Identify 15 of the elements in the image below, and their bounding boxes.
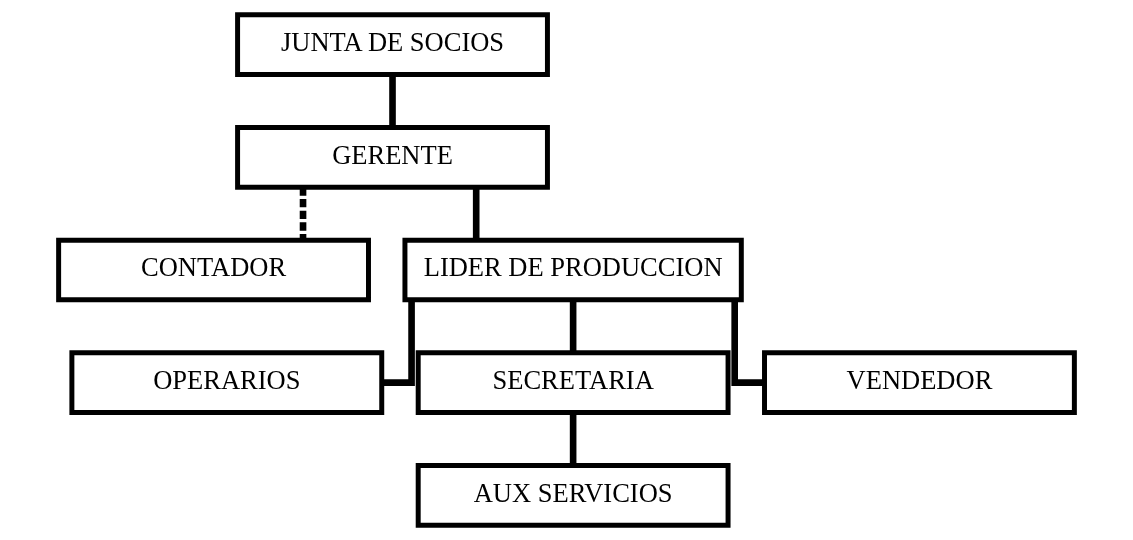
connector (569, 300, 577, 353)
connector (569, 412, 577, 466)
node-box: VENDEDOR (762, 350, 1077, 415)
node-box: AUX SERVICIOS (415, 463, 731, 528)
connector (472, 187, 480, 240)
node-box: LIDER DE PRODUCCION (402, 237, 744, 303)
connector (389, 74, 396, 128)
node-box: GERENTE (235, 125, 550, 190)
connector (381, 300, 415, 386)
node-box: JUNTA DE SOCIOS (235, 12, 550, 77)
node-box: OPERARIOS (69, 350, 385, 415)
node-box: CONTADOR (56, 237, 371, 303)
connector (731, 300, 765, 386)
connector (299, 187, 307, 240)
node-box: SECRETARIA (415, 350, 731, 415)
